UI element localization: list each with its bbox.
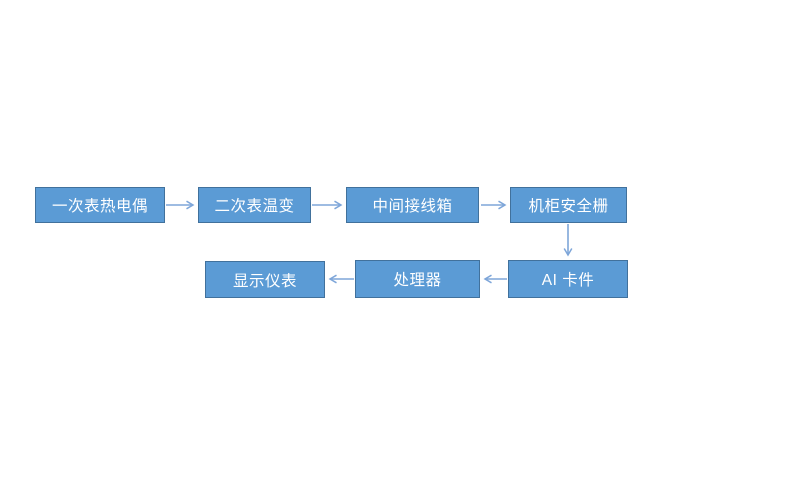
node-label-cabinet-safety-barrier: 机柜安全栅: [528, 198, 609, 215]
node-secondary-temp-transmitter: 二次表温变: [198, 187, 311, 223]
node-label-secondary-temp-transmitter: 二次表温变: [214, 198, 295, 215]
node-intermediate-junction-box: 中间接线箱: [346, 187, 479, 223]
node-label-processor: 处理器: [393, 272, 442, 289]
node-label-intermediate-junction-box: 中间接线箱: [372, 198, 453, 215]
node-label-display-instrument: 显示仪表: [232, 272, 297, 290]
node-label-primary-thermocouple: 一次表热电偶: [51, 198, 148, 215]
node-primary-thermocouple: 一次表热电偶: [35, 187, 165, 223]
node-ai-card: AI 卡件: [508, 260, 628, 298]
node-label-ai-card: AI 卡件: [541, 272, 595, 289]
node-cabinet-safety-barrier: 机柜安全栅: [510, 187, 627, 223]
node-processor: 处理器: [355, 260, 480, 298]
node-display-instrument: 显示仪表: [205, 261, 325, 298]
